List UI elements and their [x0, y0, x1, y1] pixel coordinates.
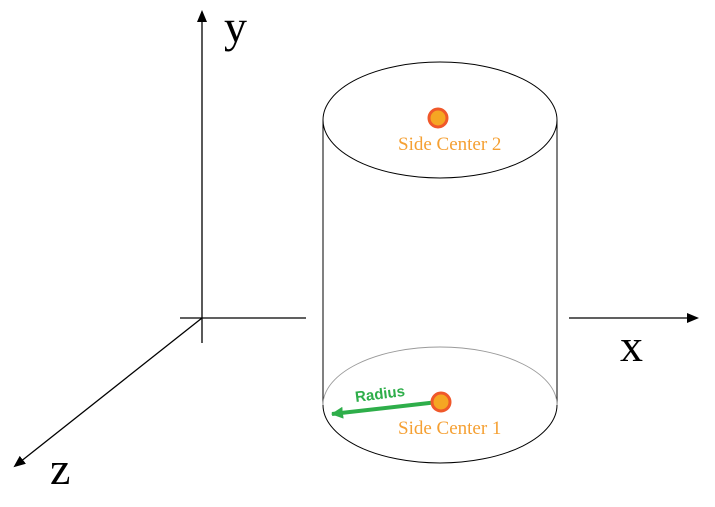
radius-arrow	[331, 400, 439, 419]
side-center-1-label: Side Center 1	[398, 418, 501, 439]
x-axis-label: x	[620, 320, 643, 371]
side-center-2-point	[427, 107, 449, 129]
y-axis-label: y	[224, 1, 247, 52]
radius-label: Radius	[354, 383, 406, 406]
cylinder-bottom-front-arc	[322, 404, 558, 464]
z-axis-label: z	[50, 443, 70, 494]
cylinder-top-ellipse	[322, 61, 558, 179]
side-center-1-point	[430, 391, 452, 413]
side-center-2-label: Side Center 2	[398, 134, 501, 155]
z-axis	[13, 317, 203, 468]
cylinder-bottom-back-arc	[322, 346, 558, 406]
